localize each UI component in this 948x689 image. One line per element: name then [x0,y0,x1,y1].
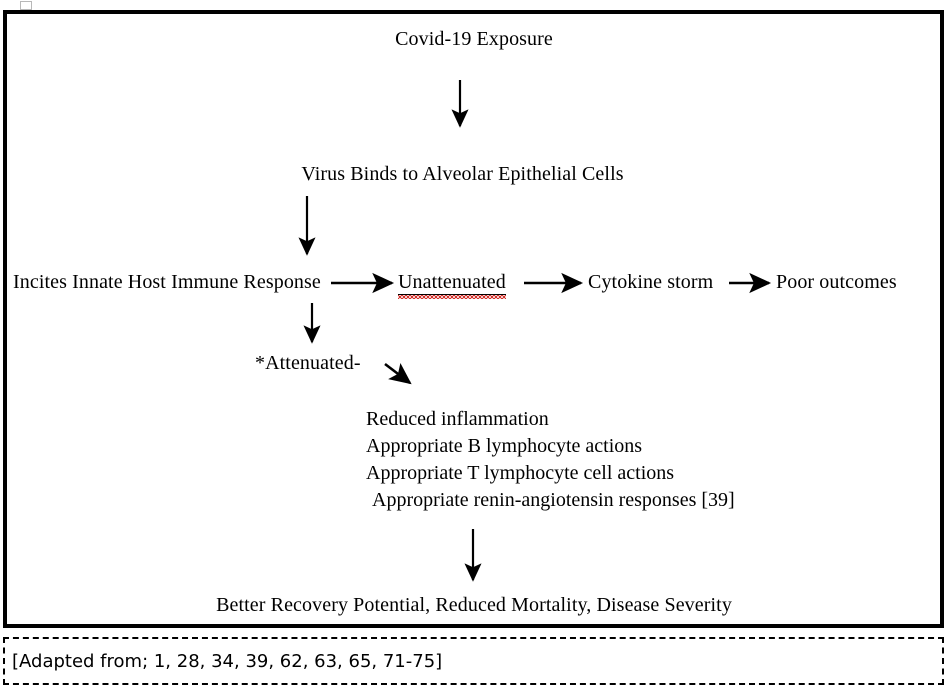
selection-handle-marker[interactable] [20,1,32,10]
spellcheck-underline-icon [398,295,506,299]
node-unattenuated: Unattenuated [398,271,506,299]
node-incites-innate-host-immune-response: Incites Innate Host Immune Response [13,271,321,293]
node-covid-19-exposure: Covid-19 Exposure [395,28,553,50]
figure-border-frame [3,10,944,628]
attenuated-outcome-list: Reduced inflammation Appropriate B lymph… [366,406,735,514]
list-item: Appropriate T lymphocyte cell actions [366,462,675,484]
caption-box: [Adapted from; 1, 28, 34, 39, 62, 63, 65… [3,637,944,685]
list-item: Appropriate B lymphocyte actions [366,435,643,457]
node-attenuated: *Attenuated- [255,352,361,374]
node-conclusion-better-recovery: Better Recovery Potential, Reduced Morta… [216,594,732,616]
list-item: Reduced inflammation [366,408,549,430]
list-item: Appropriate renin-angiotensin responses … [372,489,735,511]
node-poor-outcomes: Poor outcomes [776,271,897,293]
node-unattenuated-wrapper: Unattenuated [398,271,506,299]
node-cytokine-storm: Cytokine storm [588,271,714,293]
node-unattenuated-label: Unattenuated [398,271,506,293]
node-virus-binds-to-alveolar-epithelial-cells: Virus Binds to Alveolar Epithelial Cells [301,163,624,185]
caption-text: [Adapted from; 1, 28, 34, 39, 62, 63, 65… [12,650,443,672]
